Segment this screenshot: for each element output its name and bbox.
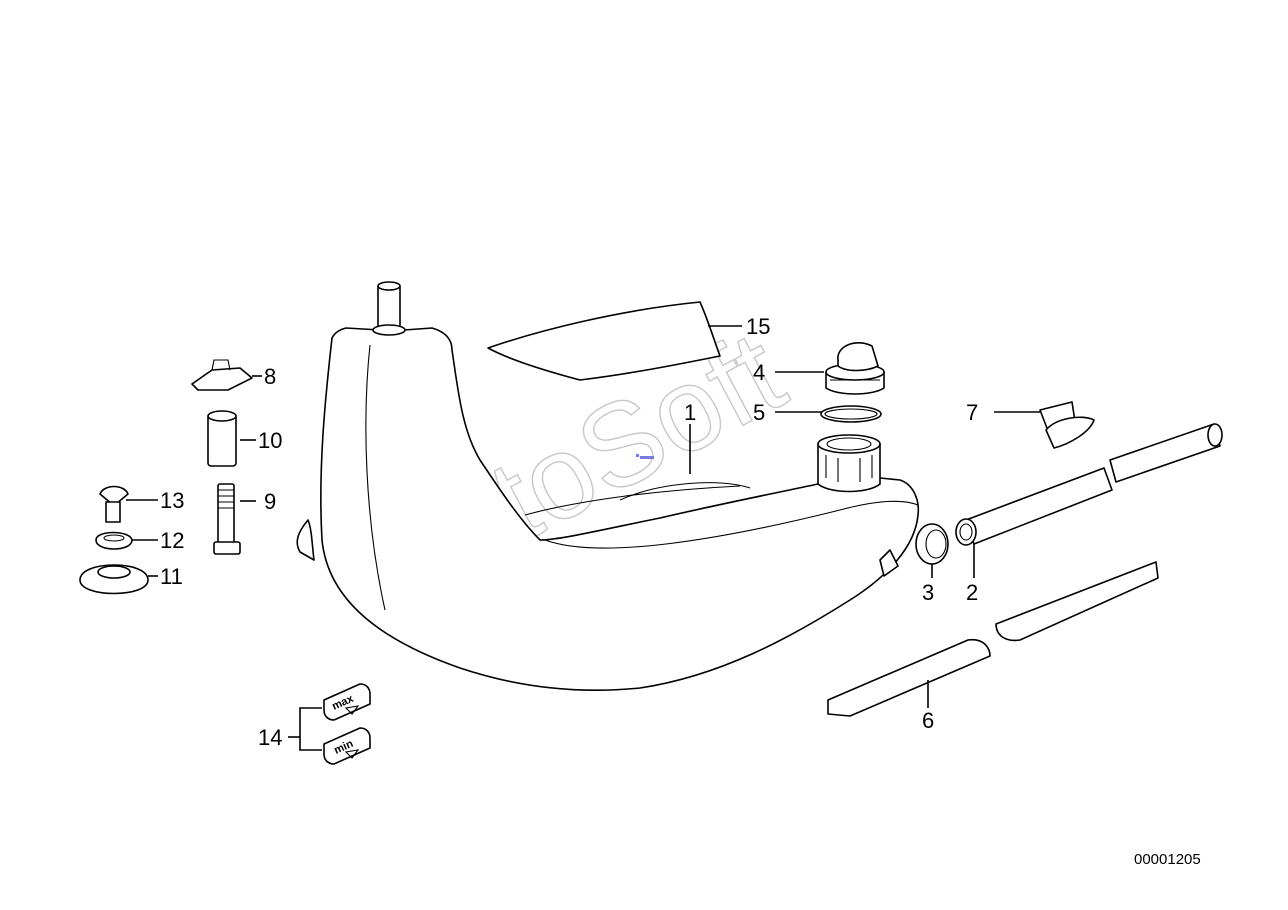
bolt: [213, 483, 241, 555]
label-12: 12: [160, 528, 184, 553]
label-1: 1: [684, 400, 696, 425]
label-4: 4: [753, 360, 765, 385]
foam-strips: [827, 561, 1159, 717]
hose-clip: [1039, 401, 1095, 449]
hose-clamp: [915, 523, 949, 565]
label-10: 10: [258, 428, 282, 453]
screw: [99, 485, 129, 523]
blue-mark: [640, 456, 654, 459]
label-3: 3: [922, 580, 934, 605]
label-9: 9: [264, 489, 276, 514]
label-8: 8: [264, 364, 276, 389]
speed-nut: [191, 367, 253, 391]
label-14: 14: [258, 725, 282, 750]
label-5: 5: [753, 400, 765, 425]
label-11: 11: [160, 564, 183, 589]
o-ring: [820, 405, 882, 423]
label-7: 7: [966, 400, 978, 425]
washer: [95, 531, 133, 550]
hose: [955, 423, 1223, 546]
grommet: [79, 564, 149, 595]
label-13: 13: [160, 488, 184, 513]
level-stickers: max min: [323, 683, 371, 765]
leader-lines: [126, 325, 1040, 751]
reservoir-tank: [296, 281, 920, 691]
filler-cap: [825, 342, 885, 395]
label-15: 15: [746, 314, 770, 339]
cover-plate: [487, 301, 721, 381]
label-2: 2: [966, 580, 978, 605]
part-labels: 1 2 3 4 5 6 7 8 9 10 11 12 13 14 15: [160, 314, 978, 750]
label-6: 6: [922, 708, 934, 733]
document-number: 00001205: [1134, 851, 1201, 868]
